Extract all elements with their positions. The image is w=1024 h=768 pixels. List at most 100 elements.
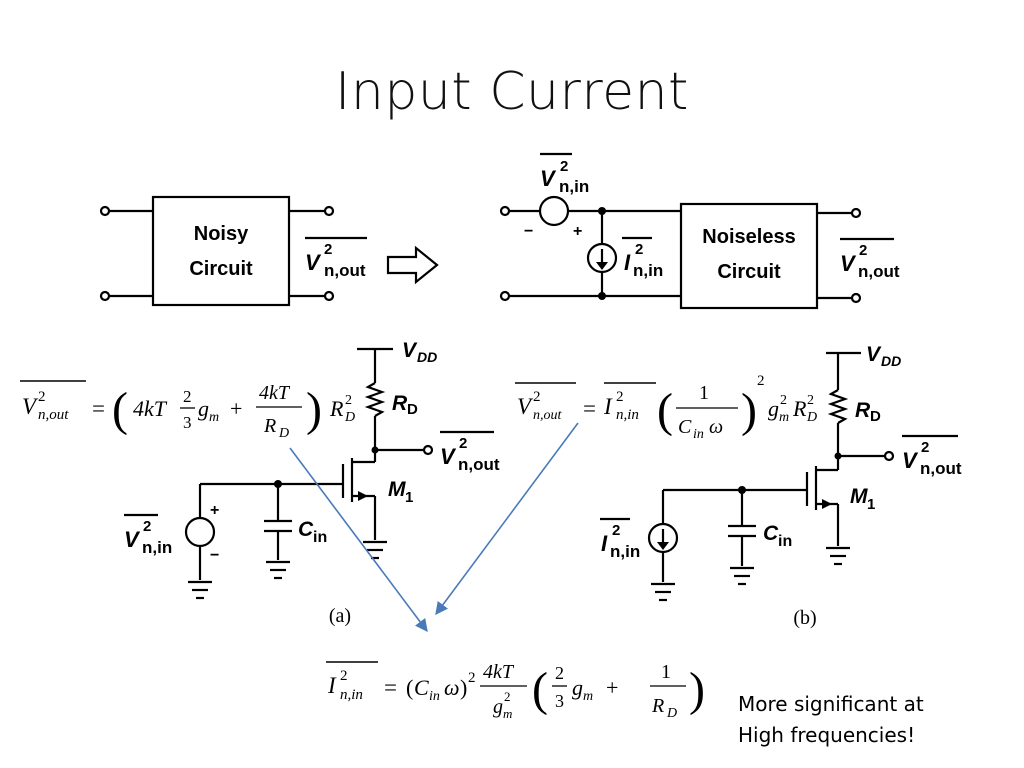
svg-text:V: V <box>540 166 557 191</box>
svg-text:V: V <box>440 444 457 469</box>
svg-text:n,in: n,in <box>559 177 589 196</box>
svg-text:V: V <box>902 448 919 473</box>
svg-text:2: 2 <box>859 242 867 259</box>
noiseless-circuit-block: − + V 2 n,in I 2 n,in Noiseless Circuit … <box>499 152 900 310</box>
svg-text:(: ( <box>112 383 128 436</box>
svg-text:V: V <box>124 527 141 552</box>
svg-text:+: + <box>230 396 242 421</box>
svg-text:C: C <box>298 518 314 541</box>
svg-text:1: 1 <box>699 382 709 404</box>
svg-text:V: V <box>840 251 857 276</box>
svg-text:C: C <box>678 416 692 438</box>
svg-text:g: g <box>198 396 209 421</box>
svg-text:n,out: n,out <box>533 408 563 423</box>
svg-text:+: + <box>606 675 618 700</box>
svg-text:2: 2 <box>345 393 352 408</box>
svg-text:1: 1 <box>405 489 413 506</box>
svg-text:in: in <box>313 529 327 546</box>
circuit-b: V DD R D V 2 n,out M 1 C in <box>600 343 962 629</box>
noisy-circuit-block: Noisy Circuit V 2 n,out <box>99 195 367 307</box>
svg-text:D: D <box>344 410 355 425</box>
svg-text:R: R <box>855 399 871 422</box>
svg-text:m: m <box>779 410 789 425</box>
equation-in-in: I 2 n,in = ( C in ω ) 2 4kT g 2 m ( 2 3 … <box>326 661 705 721</box>
svg-text:(: ( <box>406 675 413 700</box>
svg-text:2: 2 <box>183 387 192 406</box>
resistor-b-icon <box>827 389 849 424</box>
noise-voltage-source-icon <box>184 516 216 548</box>
slide-title: Input Current <box>335 62 689 122</box>
svg-text:2: 2 <box>921 439 929 456</box>
svg-text:−: − <box>524 223 533 240</box>
svg-text:1: 1 <box>661 661 671 683</box>
svg-text:): ) <box>689 663 705 716</box>
svg-text:D: D <box>666 706 677 721</box>
svg-text:n,out: n,out <box>38 407 69 423</box>
svg-text:Noiseless: Noiseless <box>702 226 795 248</box>
svg-text:R: R <box>263 415 276 437</box>
svg-text:2: 2 <box>38 389 46 405</box>
svg-text:R: R <box>392 392 408 415</box>
equation-vn-out-b: V 2 n,out = I 2 n,in ( 1 C in ω ) 2 g 2 … <box>515 373 817 442</box>
svg-text:n,in: n,in <box>633 261 663 280</box>
svg-text:DD: DD <box>417 349 437 365</box>
svg-text:2: 2 <box>807 393 814 408</box>
svg-text:2: 2 <box>143 518 151 535</box>
svg-text:n,out: n,out <box>324 261 366 280</box>
resistor-icon <box>364 382 386 417</box>
svg-text:V: V <box>517 394 534 419</box>
svg-text:C: C <box>763 522 779 545</box>
svg-text:+: + <box>210 502 219 519</box>
svg-text:3: 3 <box>555 691 564 711</box>
svg-text:2: 2 <box>555 663 564 683</box>
noisy-label-1: Noisy <box>194 223 249 245</box>
svg-text:4kT: 4kT <box>483 661 515 683</box>
svg-text:n,in: n,in <box>610 542 640 561</box>
svg-text:g: g <box>493 696 503 718</box>
svg-text:ω: ω <box>444 675 460 700</box>
note-line-2: High frequencies! <box>738 723 916 747</box>
caption-b: (b) <box>793 607 816 629</box>
svg-text:n,out: n,out <box>858 262 900 281</box>
svg-text:R: R <box>792 396 807 421</box>
svg-text:n,out: n,out <box>458 455 500 474</box>
circuit-a: V DD R D V 2 n,out M 1 C <box>124 339 500 627</box>
svg-text:1: 1 <box>867 496 875 513</box>
svg-text:): ) <box>306 383 322 436</box>
voltage-source-icon <box>538 195 570 227</box>
svg-text:M: M <box>850 485 868 508</box>
svg-text:n,out: n,out <box>920 459 962 478</box>
svg-text:2: 2 <box>459 435 467 452</box>
svg-text:2: 2 <box>340 668 348 684</box>
svg-text:I: I <box>327 673 337 698</box>
svg-text:m: m <box>209 410 219 425</box>
svg-text:4kT: 4kT <box>259 382 291 404</box>
svg-text:R: R <box>651 695 664 717</box>
svg-text:D: D <box>278 426 289 441</box>
svg-text:V: V <box>402 339 418 362</box>
svg-text:D: D <box>870 408 881 425</box>
svg-text:): ) <box>741 384 757 437</box>
svg-text:2: 2 <box>324 241 332 258</box>
noisy-label-2: Circuit <box>189 258 253 280</box>
svg-text:I: I <box>601 531 608 556</box>
note-line-1: More significant at <box>738 692 924 716</box>
svg-text:−: − <box>210 547 219 564</box>
svg-text:g: g <box>768 396 779 421</box>
svg-text:V: V <box>305 250 322 275</box>
svg-text:2: 2 <box>757 373 765 389</box>
svg-text:(: ( <box>532 663 548 716</box>
svg-text:DD: DD <box>881 353 901 369</box>
svg-text:M: M <box>388 478 406 501</box>
pointer-arrow-b <box>435 422 579 616</box>
svg-text:2: 2 <box>533 389 541 405</box>
svg-text:2: 2 <box>780 393 787 408</box>
svg-text:I: I <box>624 250 631 275</box>
svg-text:m: m <box>583 689 593 704</box>
svg-text:m: m <box>503 706 512 721</box>
svg-text:2: 2 <box>616 389 624 405</box>
svg-text:Circuit: Circuit <box>717 261 781 283</box>
svg-text:2: 2 <box>560 158 568 175</box>
svg-text:R: R <box>329 396 344 421</box>
svg-text:=: = <box>92 396 105 421</box>
